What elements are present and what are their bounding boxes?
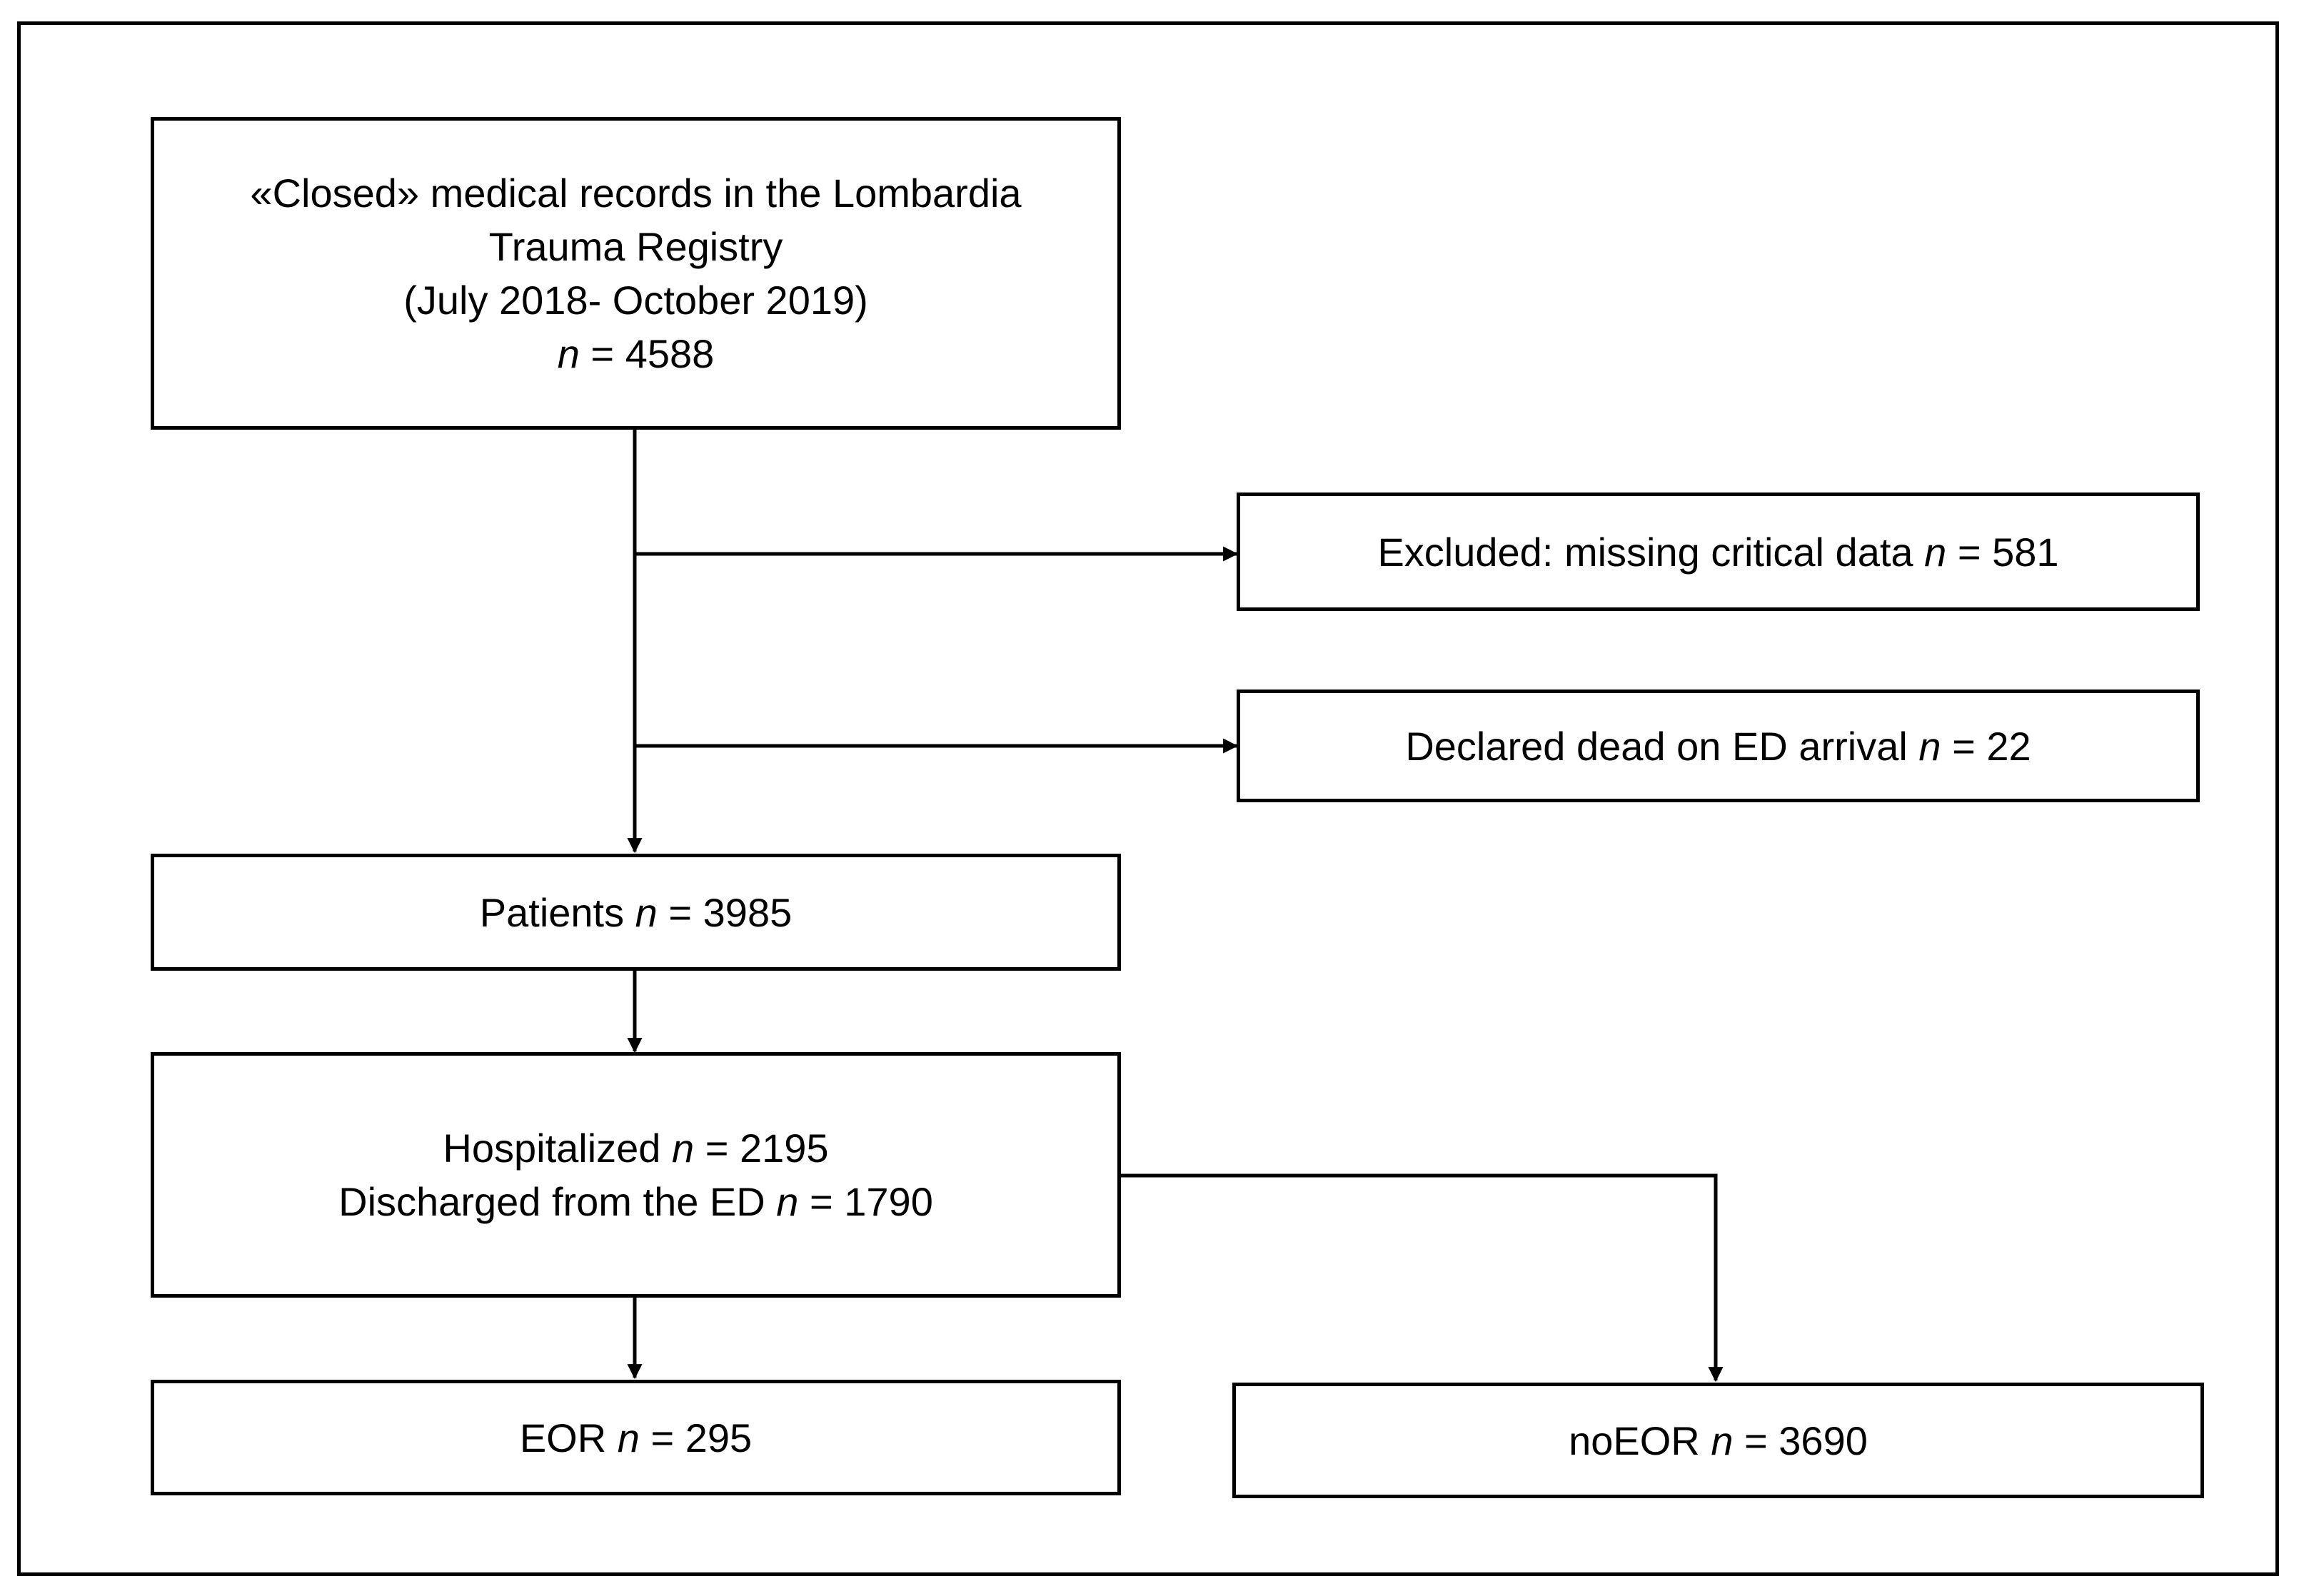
noeor-box: noEOR n = 3690 — [1232, 1383, 2204, 1498]
source-title-line-1: «Closed» medical records in the Lombardi… — [250, 171, 1022, 216]
source-title-line-2: Trauma Registry — [488, 224, 783, 269]
declared-dead-box: Declared dead on ED arrival n = 22 — [1237, 690, 2200, 802]
diagram-frame — [17, 21, 2279, 1576]
patients-label: Patients n = 3985 — [479, 889, 793, 935]
hospitalized-label: Hospitalized n = 2195 — [443, 1126, 829, 1171]
patients-box: Patients n = 3985 — [151, 854, 1121, 971]
noeor-label: noEOR n = 3690 — [1569, 1418, 1868, 1463]
disposition-box: Hospitalized n = 2195 Discharged from th… — [151, 1052, 1121, 1298]
source-period: (July 2018- October 2019) — [403, 278, 868, 323]
discharged-label: Discharged from the ED n = 1790 — [338, 1179, 933, 1224]
eor-box: EOR n = 295 — [151, 1380, 1121, 1495]
source-records-box: «Closed» medical records in the Lombardi… — [151, 117, 1121, 430]
excluded-label: Excluded: missing critical data n = 581 — [1377, 529, 2059, 575]
arrow-to-noeor — [1120, 1173, 1724, 1383]
source-count: n = 4588 — [557, 331, 715, 376]
excluded-missing-data-box: Excluded: missing critical data n = 581 — [1237, 493, 2200, 611]
declared-dead-label: Declared dead on ED arrival n = 22 — [1405, 723, 2031, 769]
eor-label: EOR n = 295 — [519, 1415, 753, 1460]
